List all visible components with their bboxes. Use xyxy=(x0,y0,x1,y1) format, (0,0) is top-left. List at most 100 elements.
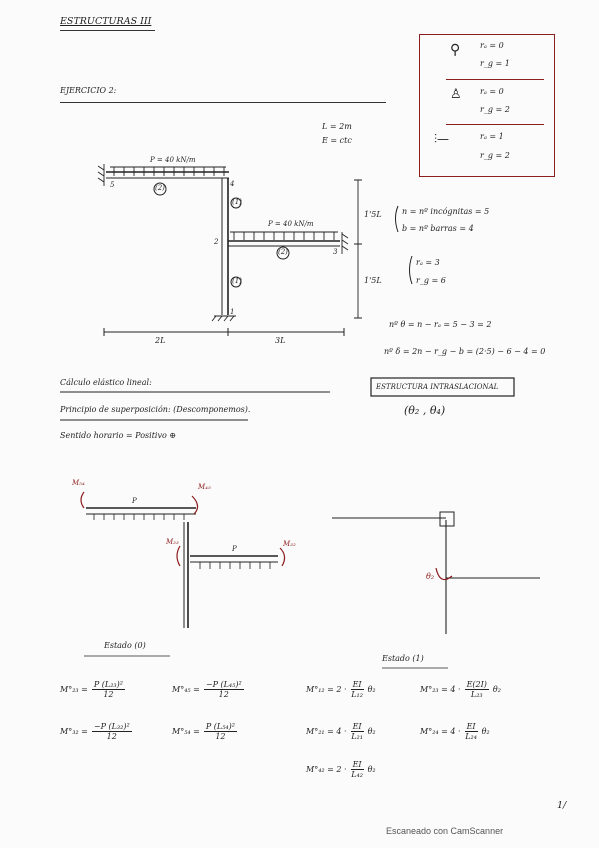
support-pin-ra: rₐ = 0 xyxy=(480,41,504,50)
count-rg: r_g = 6 xyxy=(416,276,446,285)
node-2: 2 xyxy=(214,238,219,246)
count-theta: nº θ = n − rₐ = 5 − 3 = 2 xyxy=(389,320,492,329)
count-b: b = nº barras = 4 xyxy=(402,224,474,233)
load-label-top: P = 40 kN/m xyxy=(150,156,196,164)
eq1-m24-num: EI xyxy=(464,722,478,732)
eq1-m12-lhs: M°₁₂ = 2 · xyxy=(306,685,347,694)
eq1-m23: M°₂₃ = 4 · E(2I)L₂₃ θ₂ xyxy=(420,680,501,699)
eq-m32-num: −P (L₃₂)² xyxy=(91,722,132,732)
eq1-m23-rhs: θ₂ xyxy=(492,685,501,694)
eq1-m12-rhs: θ₂ xyxy=(367,685,376,694)
moment-m45: M₄₅ xyxy=(198,483,211,491)
eq1-m21-den: L₂₁ xyxy=(351,732,363,741)
bar-label-54: (2) xyxy=(155,184,165,192)
node-4: 4 xyxy=(230,180,235,188)
eq1-m42-num: EI xyxy=(350,760,364,770)
eq1-m24-den: L₂₄ xyxy=(465,732,477,741)
supports-box: ⚲ rₐ = 0 r_g = 1 ♙ rₐ = 0 r_g = 2 ⫶— rₐ … xyxy=(419,34,555,177)
load-label-right: P = 40 kN/m xyxy=(268,220,314,228)
support-pin-rg: r_g = 1 xyxy=(480,59,510,68)
box-divider-1 xyxy=(446,79,544,80)
node-3: 3 xyxy=(333,248,338,256)
eq-m23-den: 12 xyxy=(103,690,114,699)
eq-m23-num: P (L₂₃)² xyxy=(91,680,125,690)
page-title: ESTRUCTURAS III xyxy=(60,16,152,27)
eq1-m42-den: L₄₂ xyxy=(351,770,363,779)
eq1-m21-rhs: θ₂ xyxy=(367,727,376,736)
eq1-m21-lhs: M°₂₁ = 4 · xyxy=(306,727,347,736)
eq1-m21-num: EI xyxy=(350,722,364,732)
eq-m45-lhs: M°₄₅ = xyxy=(172,685,200,694)
theta-label: θ₂ xyxy=(426,572,435,581)
count-n: n = nº incógnitas = 5 xyxy=(402,207,490,216)
section-calc: Cálculo elástico lineal: xyxy=(60,378,152,387)
eq-m45-num: −P (L₄₅)² xyxy=(203,680,244,690)
bar-label-21: (1) xyxy=(232,277,242,285)
param-L: L = 2m xyxy=(322,122,352,131)
eq1-m23-lhs: M°₂₃ = 4 · xyxy=(420,685,461,694)
moment-m23: M₂₃ xyxy=(166,538,179,546)
count-ra: rₐ = 3 xyxy=(416,258,440,267)
bar-label-23: (2) xyxy=(278,248,288,256)
eq1-m24-rhs: θ₂ xyxy=(481,727,490,736)
moment-m32: M₃₂ xyxy=(283,540,296,548)
state1-title: Estado (1) xyxy=(382,654,424,663)
eq1-m23-den: L₂₃ xyxy=(470,690,483,699)
eq1-m42-rhs: θ₂ xyxy=(367,765,376,774)
sign-convention: Sentido horario = Positivo ⊕ xyxy=(60,431,177,440)
load-p-top: P xyxy=(132,497,137,505)
eq-m54-den: 12 xyxy=(215,732,226,741)
eq1-m24-lhs: M°₂₄ = 4 · xyxy=(420,727,461,736)
title-underline xyxy=(60,30,155,31)
eq-m54-num: P (L₅₄)² xyxy=(203,722,237,732)
eq1-m23-frac: E(2I)L₂₃ xyxy=(464,680,489,699)
moment-m54: M₅₄ xyxy=(72,479,85,487)
dim-top-height: 1'5L xyxy=(364,210,382,219)
support-2-ra: rₐ = 0 xyxy=(480,87,504,96)
dim-right: 3L xyxy=(275,336,286,345)
dim-left: 2L xyxy=(155,336,166,345)
eq1-m23-num: E(2I) xyxy=(464,680,489,690)
support-2-rg: r_g = 2 xyxy=(480,105,510,114)
state0-title: Estado (0) xyxy=(104,641,146,650)
eq-m45-den: 12 xyxy=(218,690,229,699)
exercise-rule xyxy=(60,102,386,103)
eq1-m42-lhs: M°₄₂ = 2 · xyxy=(306,765,347,774)
bar-label-42: (1) xyxy=(232,198,242,206)
count-delta: nº δ = 2n − r_g − b = (2·5) − 6 − 4 = 0 xyxy=(384,347,546,356)
structure-classification: ESTRUCTURA INTRASLACIONAL xyxy=(376,383,499,391)
node-1: 1 xyxy=(230,308,235,316)
fixed-pin-icon: ♙ xyxy=(450,87,462,102)
node-5: 5 xyxy=(110,181,115,189)
load-p-right: P xyxy=(232,545,237,553)
support-3-ra: rₐ = 1 xyxy=(480,132,504,141)
dim-bottom-height: 1'5L xyxy=(364,276,382,285)
eq1-m12-den: L₁₂ xyxy=(351,690,363,699)
exercise-title: EJERCICIO 2: xyxy=(60,86,117,95)
support-3-rg: r_g = 2 xyxy=(480,151,510,160)
scanner-watermark: Escaneado con CamScanner xyxy=(386,826,504,836)
eq1-m12-num: EI xyxy=(350,680,364,690)
eq-m54-lhs: M°₅₄ = xyxy=(172,727,200,736)
box-divider-2 xyxy=(446,124,544,125)
page-number: 1/ xyxy=(557,800,567,811)
eq-m32-lhs: M°₃₂ = xyxy=(60,727,88,736)
section-principle: Principio de superposición: (Descomponem… xyxy=(60,405,251,414)
param-E: E = ctc xyxy=(322,136,352,145)
